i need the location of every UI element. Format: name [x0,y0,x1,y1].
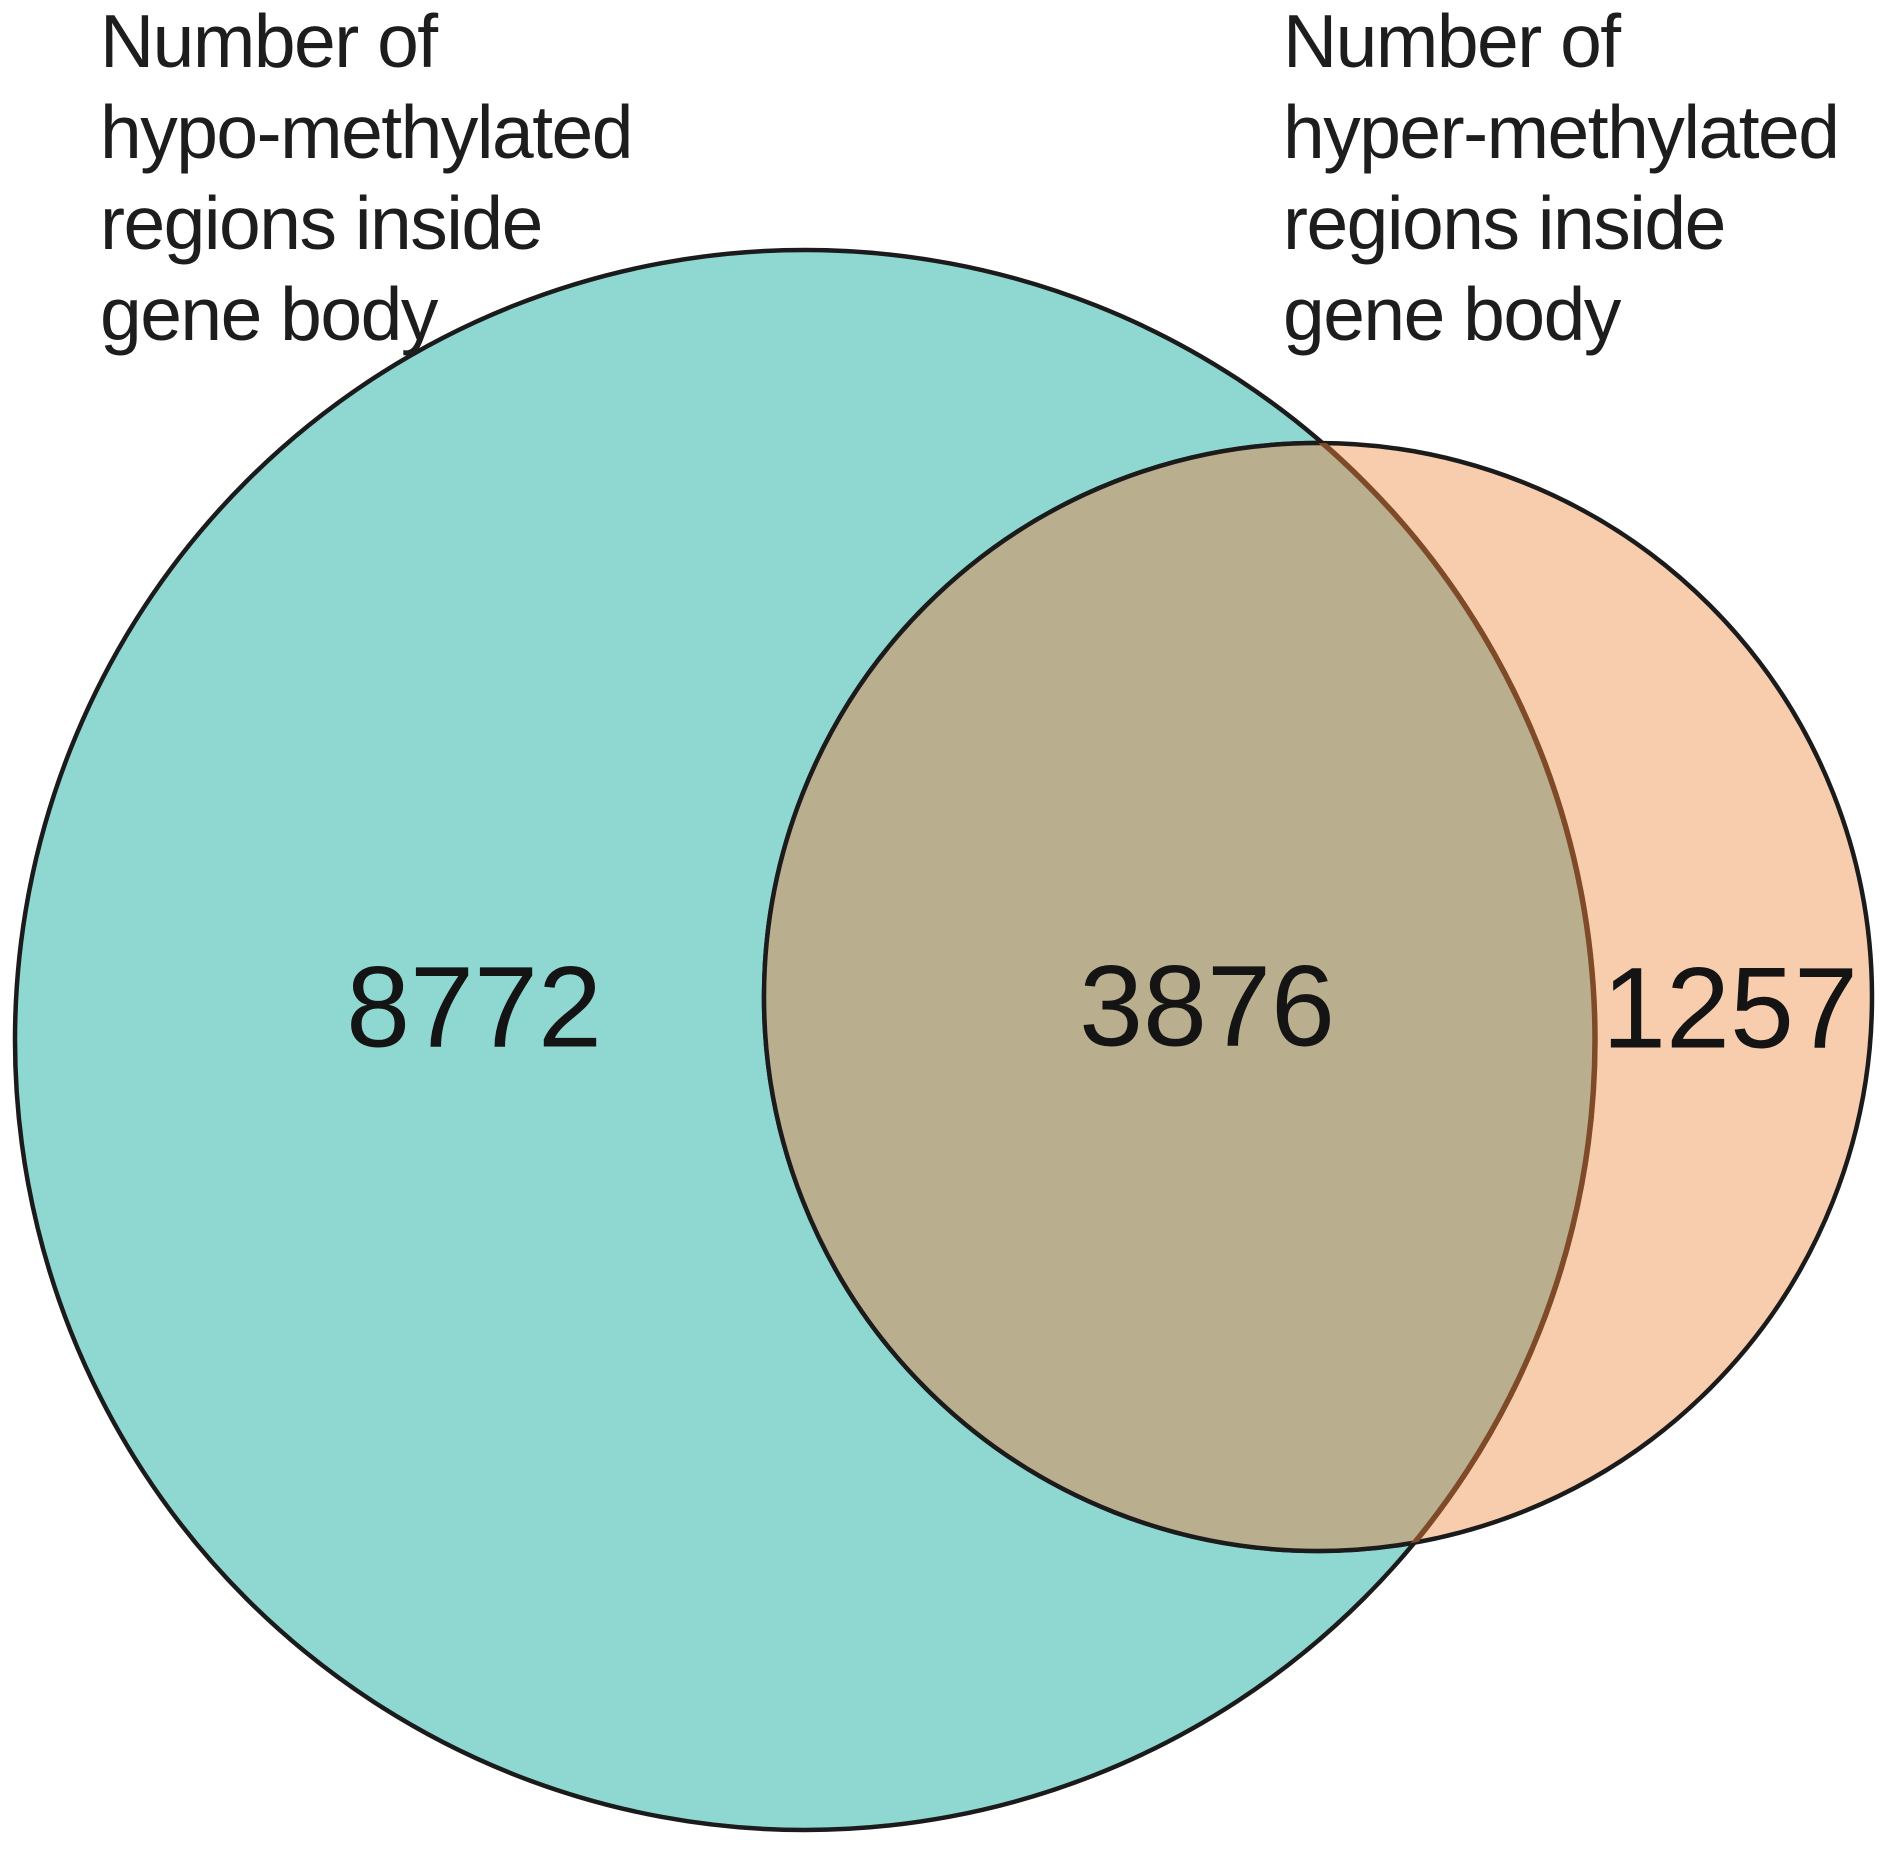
overlap-boundary-black-arc [761,440,1595,1554]
right-only-count: 1257 [1602,944,1858,1073]
right-set-label-line-1: Number of [1283,0,1621,83]
left-set-label-line-2: hypo-methylated [100,90,633,174]
left-set-label-line-3: regions inside [100,181,543,265]
right-set-label-line-2: hyper-methylated [1283,90,1840,174]
right-set-label-line-3: regions inside [1283,181,1726,265]
overlap-region [764,443,1595,1551]
right-set-label: Number of hyper-methylated regions insid… [1283,0,1840,360]
overlap-boundary-brown-arc [764,443,1598,1551]
left-set-label-line-1: Number of [100,0,438,83]
left-set-label-line-4: gene body [100,272,438,356]
left-only-count: 8772 [346,943,602,1072]
left-set-label: Number of hypo-methylated regions inside… [100,0,633,360]
overlap-count: 3876 [1079,942,1335,1071]
right-set-label-line-4: gene body [1283,272,1621,356]
